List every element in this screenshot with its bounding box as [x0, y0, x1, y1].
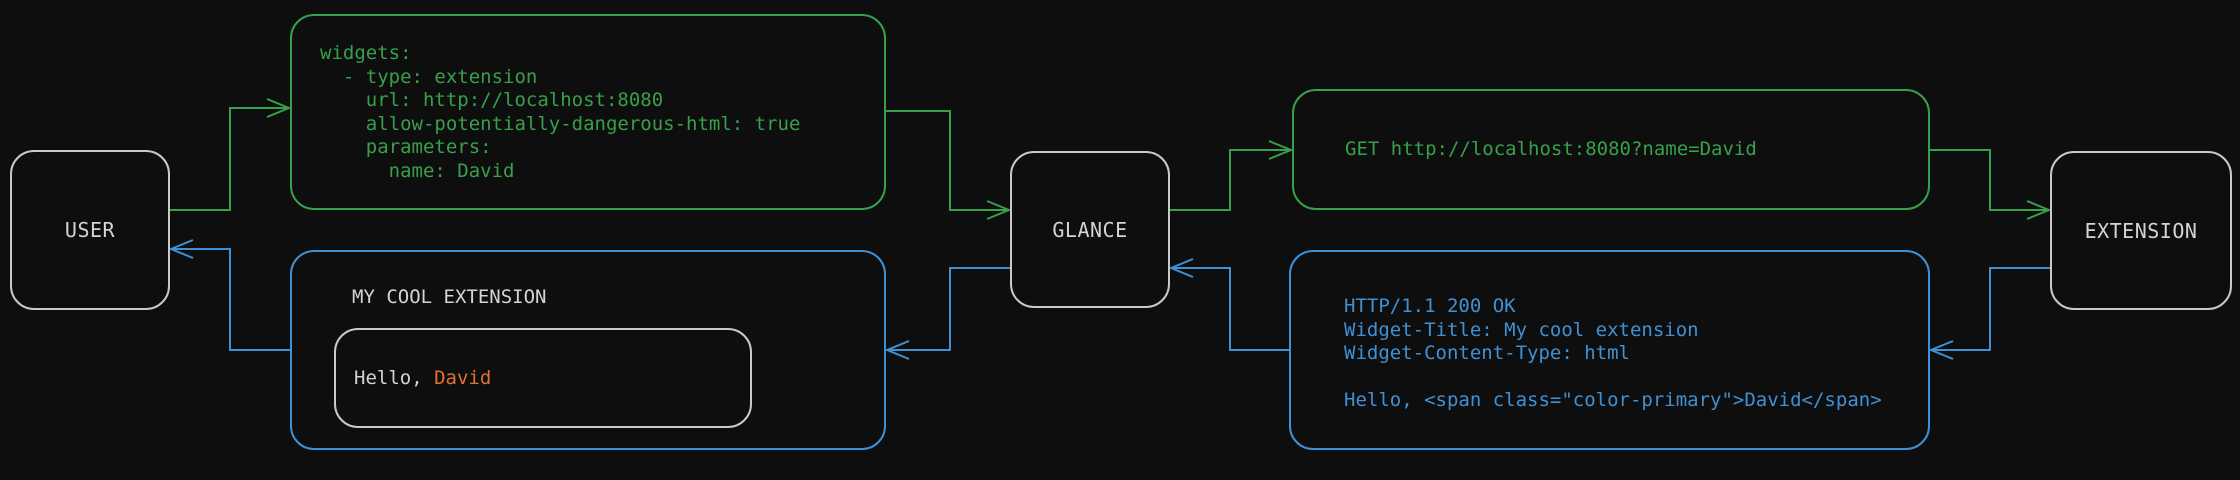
config-yaml-box: widgets: - type: extension url: http://l…	[290, 14, 886, 210]
http-response-box: HTTP/1.1 200 OK Widget-Title: My cool ex…	[1289, 250, 1930, 450]
http-response-code: HTTP/1.1 200 OK Widget-Title: My cool ex…	[1344, 295, 1882, 411]
node-user: USER	[10, 150, 170, 310]
widget-preview-title: MY COOL EXTENSION	[352, 286, 547, 308]
arrow-extension-to-response	[1931, 267, 2050, 350]
arrow-user-to-config	[170, 108, 289, 211]
node-extension: EXTENSION	[2050, 151, 2232, 310]
node-user-label: USER	[64, 218, 116, 242]
arrow-preview-to-user	[171, 249, 290, 351]
arrow-glance-to-request	[1170, 150, 1291, 211]
arrow-request-to-extension	[1930, 149, 2049, 210]
widget-preview-inner-box: Hello, David	[334, 328, 752, 428]
greeting-prefix: Hello,	[354, 367, 435, 389]
http-request-box: GET http://localhost:8080?name=David	[1292, 89, 1930, 210]
node-glance-label: GLANCE	[1052, 217, 1128, 242]
greeting-name: David	[434, 367, 492, 389]
config-yaml-code: widgets: - type: extension url: http://l…	[320, 42, 801, 182]
widget-preview-box: MY COOL EXTENSION Hello, David	[290, 250, 886, 450]
http-request-code: GET http://localhost:8080?name=David	[1345, 137, 1757, 160]
arrow-response-to-glance	[1171, 268, 1289, 351]
node-glance: GLANCE	[1010, 151, 1170, 308]
arrow-config-to-glance	[886, 110, 1009, 210]
node-extension-label: EXTENSION	[2084, 218, 2198, 243]
arrow-glance-to-preview	[887, 267, 1010, 350]
